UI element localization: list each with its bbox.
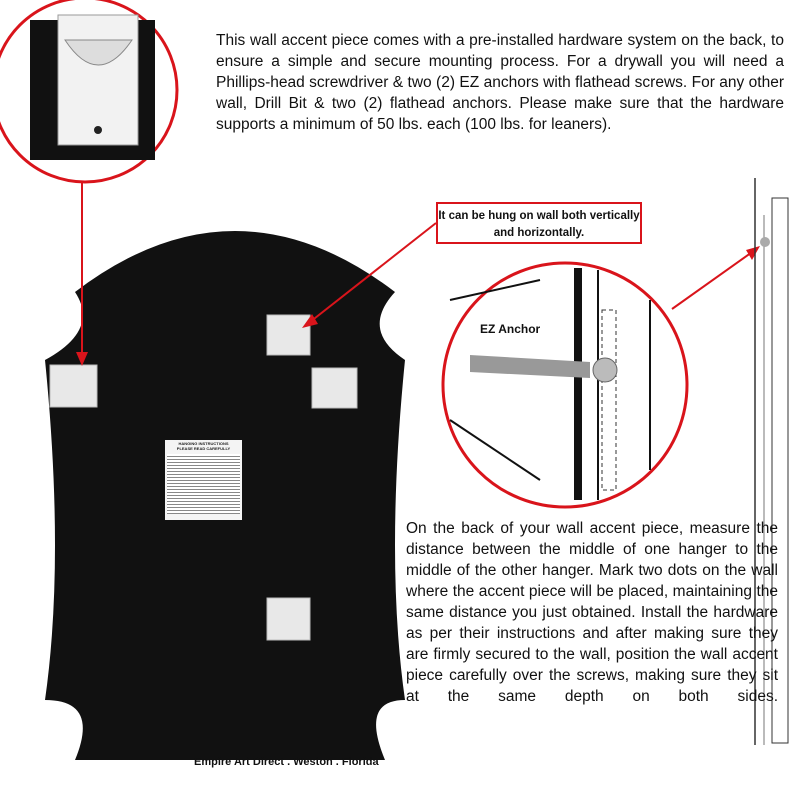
orientation-callout: It can be hung on wall both vertically a…	[436, 202, 642, 244]
hanger-bottom	[266, 597, 311, 641]
hanger-right	[311, 367, 358, 409]
instructions-text: On the back of your wall accent piece, m…	[406, 520, 778, 705]
label-title: HANGING INSTRUCTIONS	[178, 441, 229, 446]
footer-brand: Empire Art Direct . Weston . Florida	[194, 756, 379, 768]
label-subtitle: PLEASE READ CAREFULLY	[176, 445, 231, 451]
hanger-top	[266, 314, 311, 356]
hanger-left	[49, 364, 98, 408]
wall-side-view	[754, 178, 789, 745]
anchor-closeup	[441, 246, 760, 509]
label-fine-print	[167, 454, 240, 514]
ez-anchor-label: EZ Anchor	[480, 322, 541, 336]
description-text: This wall accent piece comes with a pre-…	[216, 32, 784, 133]
hanging-instructions-label: HANGING INSTRUCTIONS PLEASE READ CAREFUL…	[165, 440, 242, 520]
hanger-closeup	[0, 0, 179, 366]
